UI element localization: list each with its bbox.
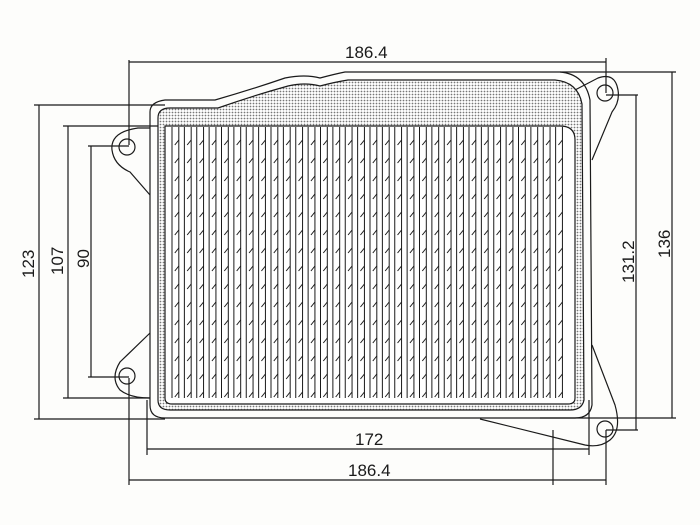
label-top-width: 186.4	[345, 43, 388, 62]
label-right-inner-height: 131.2	[619, 240, 638, 283]
mounting-tab-top-left	[111, 127, 151, 196]
mounting-tab-bottom-right	[479, 344, 619, 447]
dimension-top-width	[128, 58, 607, 145]
mounting-hole-top-left	[118, 138, 136, 156]
label-right-outer-height: 136	[655, 230, 674, 258]
label-left-inner-height: 90	[74, 249, 93, 268]
filter-pleats	[171, 127, 563, 398]
mounting-hole-bottom-right	[596, 420, 614, 438]
dimension-right-inner-height	[606, 94, 638, 431]
label-left-outer-height: 123	[19, 250, 38, 278]
label-inner-width: 172	[355, 430, 383, 449]
dimension-left-outer-height	[34, 104, 165, 420]
mounting-hole-bottom-left	[118, 367, 136, 385]
dimension-left-inner-height	[88, 145, 129, 378]
label-left-middle-height: 107	[48, 247, 67, 275]
mounting-tab-bottom-left	[114, 332, 151, 399]
label-bottom-width: 186.4	[348, 461, 391, 480]
dimension-bottom-width	[128, 378, 607, 485]
mounting-tab-top-right	[574, 75, 619, 161]
mounting-hole-top-right	[596, 84, 614, 102]
